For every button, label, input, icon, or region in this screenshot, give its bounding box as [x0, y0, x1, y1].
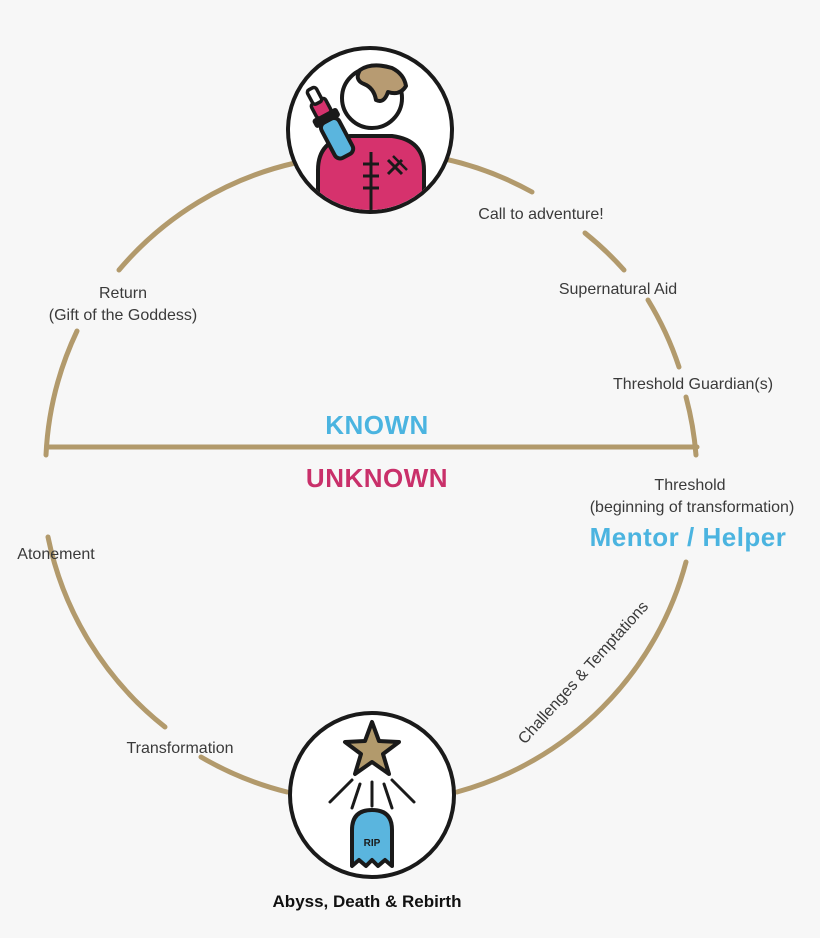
return-sublabel: (Gift of the Goddess)	[49, 307, 198, 324]
return-label: Return	[99, 285, 147, 302]
ring-segment-return-to-top	[116, 160, 298, 273]
transformation-label: Transformation	[127, 740, 234, 757]
threshold-sublabel: (beginning of transformation)	[590, 499, 795, 516]
abyss-death-rebirth-label: Abyss, Death & Rebirth	[273, 892, 462, 911]
light-rays	[328, 778, 416, 810]
ring-segment-bottom-to-transformation	[198, 754, 290, 795]
journey-ring	[43, 156, 699, 795]
ring-segment-left-upper	[43, 328, 80, 458]
ring-segment-call-to-aid	[582, 230, 627, 273]
ring-segment-guardian-to-threshold	[683, 394, 699, 458]
ring-segment-top-right	[442, 156, 535, 195]
mentor-helper-label: Mentor / Helper	[590, 522, 787, 552]
threshold-guardians-label: Threshold Guardian(s)	[613, 376, 773, 393]
star-over-tombstone-icon: RIP	[288, 711, 456, 879]
tombstone-icon	[350, 808, 394, 868]
known-label: KNOWN	[325, 410, 429, 440]
hero-with-sword-icon	[286, 46, 454, 214]
call-to-adventure-label: Call to adventure!	[478, 206, 603, 223]
tombstone-text: RIP	[364, 838, 381, 849]
threshold-label: Threshold	[654, 477, 725, 494]
supernatural-aid-label: Supernatural Aid	[559, 281, 677, 298]
unknown-label: UNKNOWN	[306, 463, 448, 493]
ring-segment-aid-to-guardian	[645, 297, 682, 370]
ring-segment-mentor-to-bottom	[454, 559, 689, 795]
ring-segment-transformation-to-atonement	[45, 534, 168, 730]
star-icon	[343, 720, 401, 776]
atonement-label: Atonement	[17, 546, 95, 563]
